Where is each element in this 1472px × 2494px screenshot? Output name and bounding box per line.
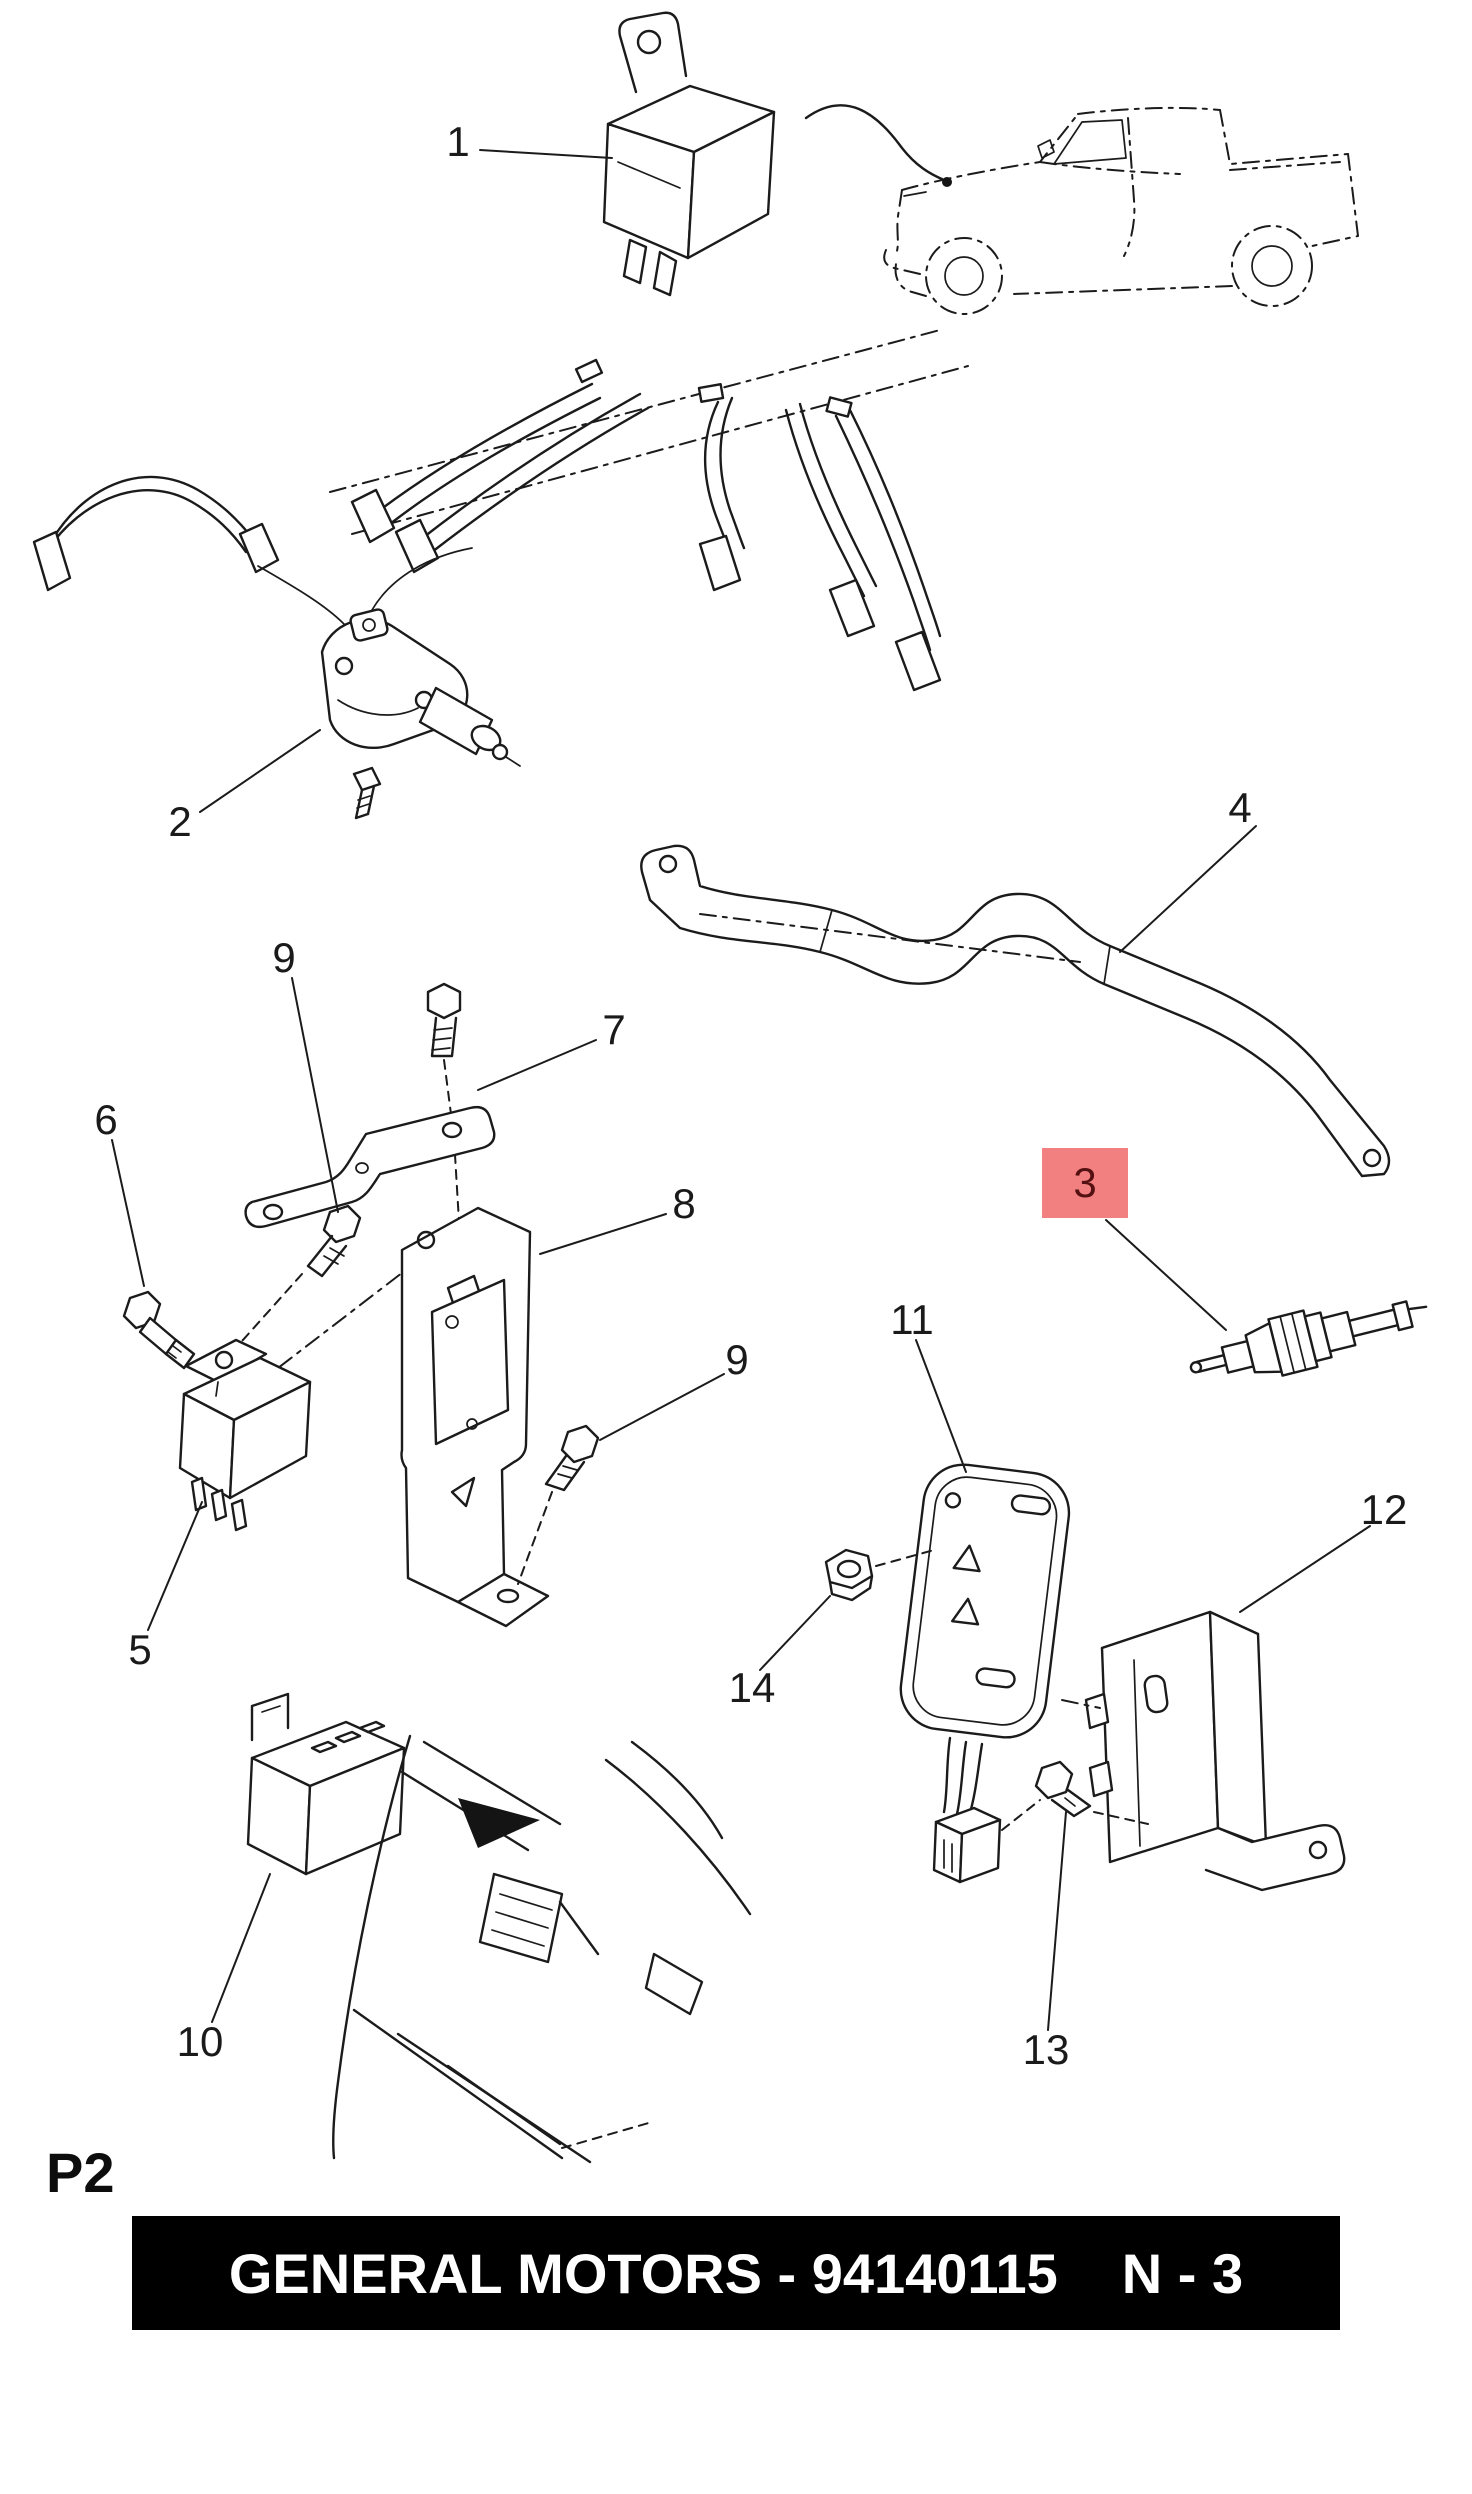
bolt-illustration-9c	[233, 1204, 362, 1351]
footer-catalog-title: GENERAL MOTORS - 94140115	[228, 2241, 1058, 2305]
relay-illustration-10	[246, 1692, 406, 1876]
callout-7[interactable]: 7	[602, 1006, 626, 1053]
dash-panel-sketch	[332, 1734, 752, 2164]
callout-6[interactable]: 6	[94, 1096, 118, 1143]
relay-illustration-1	[602, 11, 776, 297]
relay-illustration-5	[178, 1338, 312, 1532]
callout-10[interactable]: 10	[176, 2018, 224, 2065]
bracket-illustration-12	[1061, 1610, 1346, 1892]
control-module-illustration-11	[899, 1463, 1071, 1884]
callout-8[interactable]: 8	[672, 1180, 696, 1227]
mounting-strap-illustration-4	[640, 844, 1391, 1178]
callout-1[interactable]: 1	[446, 118, 470, 165]
bolt-illustration-13	[1034, 1760, 1149, 1825]
highlighted-callout-label: 3	[1073, 1159, 1097, 1206]
callout-2[interactable]: 2	[168, 798, 192, 845]
footer-page-code: N - 3	[1121, 2241, 1244, 2305]
sensor-illustration-6	[122, 1255, 425, 1389]
callout-11[interactable]: 11	[890, 1296, 934, 1343]
nut-illustration-14	[824, 1548, 935, 1602]
callout-13[interactable]: 13	[1022, 2026, 1070, 2073]
bracket-illustration-7	[244, 1105, 496, 1229]
callout-12[interactable]: 12	[1360, 1486, 1408, 1533]
highlighted-callout-3[interactable]: 3	[1042, 1148, 1128, 1218]
callout-9b[interactable]: 9	[725, 1336, 749, 1383]
bolt-illustration-9b	[517, 1424, 600, 1585]
callout-9a[interactable]: 9	[272, 934, 296, 981]
spark-plug-wires-illustration	[32, 329, 969, 692]
page-label: P2	[46, 2141, 115, 2204]
callout-14[interactable]: 14	[728, 1664, 776, 1711]
callout-4[interactable]: 4	[1228, 784, 1252, 831]
footer-bar: GENERAL MOTORS - 94140115 N - 3	[132, 2216, 1340, 2330]
leader-lines	[111, 149, 1371, 2031]
pickup-truck-illustration	[804, 104, 1359, 315]
ignition-coil-illustration-2	[320, 547, 521, 820]
glow-plug-illustration-3	[1189, 1300, 1428, 1377]
bracket-illustration-8	[400, 1206, 550, 1628]
callout-5[interactable]: 5	[128, 1626, 152, 1673]
